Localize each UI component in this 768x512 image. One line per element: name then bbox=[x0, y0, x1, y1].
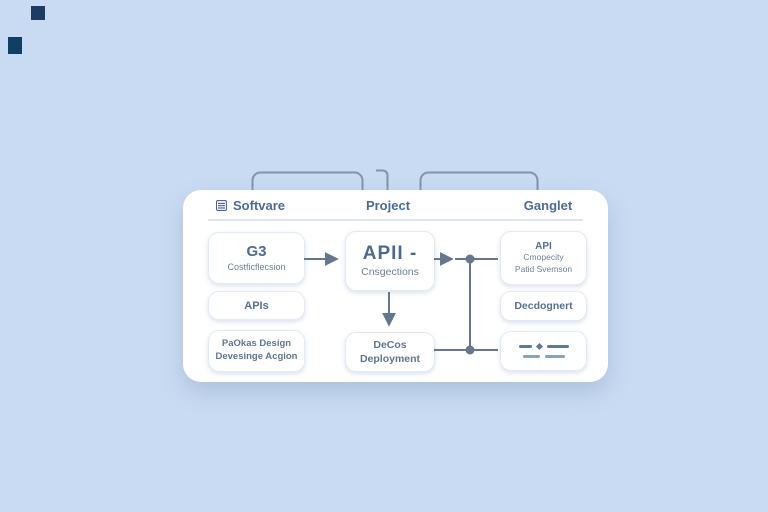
node-api-capacity-line2: Cmopecity bbox=[523, 252, 564, 263]
node-api-capacity: API Cmopecity Patid Svemson bbox=[500, 231, 587, 285]
node-api-capacity-line3: Patid Svemson bbox=[514, 263, 573, 274]
node-g3-title: G3 bbox=[246, 242, 267, 260]
dash-long bbox=[546, 345, 569, 348]
node-decos-line1: DeCos bbox=[373, 338, 407, 351]
decor-square-left bbox=[8, 37, 22, 54]
node-apii-connections: APII - Cnsgections bbox=[345, 231, 435, 291]
node-apii-title: APII - bbox=[362, 242, 418, 264]
dashes-row-1 bbox=[518, 342, 569, 351]
node-paokas-design: PaOkas Design Devesinge Acgion bbox=[208, 330, 305, 372]
dash-short bbox=[518, 345, 532, 348]
dash-light-2 bbox=[544, 355, 565, 358]
node-designer-label: Decdognert bbox=[514, 300, 573, 312]
node-paokas-line1: PaOkas Design bbox=[221, 338, 292, 350]
node-apis-label: APIs bbox=[244, 299, 269, 312]
list-icon bbox=[215, 199, 228, 212]
node-decos-deployment: DeCos Deployment bbox=[345, 332, 435, 372]
node-apii-subtitle: Cnsgections bbox=[361, 266, 419, 279]
header-project-label: Project bbox=[365, 198, 411, 213]
node-paokas-line2: Devesinge Acgion bbox=[215, 351, 298, 362]
diamond-dot-icon bbox=[535, 342, 543, 351]
dash-light-1 bbox=[522, 355, 540, 358]
header-divider bbox=[208, 219, 583, 221]
decor-square-top bbox=[31, 6, 45, 20]
header-ganglet-label: Ganglet bbox=[523, 198, 573, 213]
node-g3-subtitle: Costficflecsion bbox=[227, 262, 286, 273]
header-software: Softvare bbox=[215, 198, 286, 213]
node-apis: APIs bbox=[208, 291, 305, 320]
node-api-capacity-line1: API bbox=[535, 241, 552, 253]
diagram-card: Softvare Project Ganglet G3 Costficflecs… bbox=[183, 190, 608, 382]
node-decos-line2: Deployment bbox=[359, 353, 421, 365]
node-g3-certification: G3 Costficflecsion bbox=[208, 232, 305, 284]
dashes-row-2 bbox=[522, 355, 565, 358]
node-dashes bbox=[500, 331, 587, 371]
node-designer: Decdognert bbox=[500, 291, 587, 321]
header-software-label: Softvare bbox=[233, 198, 286, 213]
